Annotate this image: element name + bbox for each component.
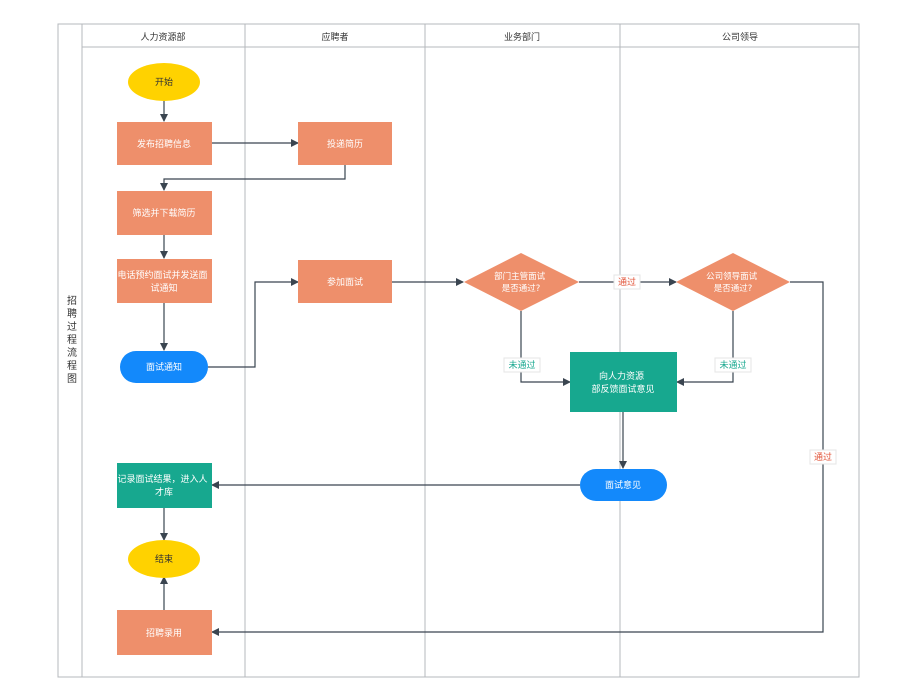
node-start: 开始 [128,63,200,101]
node-record-line2: 才库 [155,486,173,498]
node-attend-interview-label: 参加面试 [327,276,363,288]
node-interview-notice: 面试通知 [120,351,208,383]
node-hire: 招聘录用 [117,610,212,655]
node-dept-decision-line1: 部门主管面试 [494,271,546,282]
edge-label-pass-2: 通过 [809,449,837,465]
edge-label-fail-1: 未通过 [503,357,541,373]
node-phone-notify-line2: 试通知 [150,282,177,294]
node-leader-decision-line1: 公司领导面试 [706,271,758,282]
node-dept-decision-line2: 是否通过? [502,283,541,294]
node-attend-interview: 参加面试 [298,260,392,303]
edge-notice-attend [208,278,299,368]
node-feedback-line2: 部反馈面试意见 [591,383,654,395]
swimlane-frame [57,23,860,678]
node-feedback-line1: 向人力资源 [599,370,644,382]
node-screen-label: 筛选并下载简历 [132,207,195,219]
edge-leader-hire [211,281,824,636]
node-phone-notify-label: 电话预约面试并发送面 试通知 [118,269,211,294]
node-publish: 发布招聘信息 [117,122,212,165]
lane-header-leadership: 公司领导 [722,31,758,43]
node-submit-resume: 投递简历 [298,122,392,165]
edge-label-pass-2-text: 通过 [814,451,832,463]
node-phone-notify: 电话预约面试并发送面 试通知 [117,259,212,303]
node-dept-decision-label: 部门主管面试 是否通过? [494,271,548,294]
edge-label-fail-1-text: 未通过 [508,359,535,371]
edge-label-fail-2: 未通过 [714,357,752,373]
lane-header-business: 业务部门 [504,31,540,43]
node-publish-label: 发布招聘信息 [137,138,191,150]
edge-dept-feedback [520,311,571,386]
node-end-label: 结束 [155,553,173,565]
node-feedback-label: 向人力资源 部反馈面试意见 [591,370,654,395]
node-screen: 筛选并下载简历 [117,191,212,235]
node-leader-decision: 公司领导面试 是否通过? [676,253,790,311]
edge-label-fail-2-text: 未通过 [719,359,746,371]
node-interview-notice-label: 面试通知 [146,361,182,373]
node-hire-label: 招聘录用 [146,627,182,639]
node-submit-resume-label: 投递简历 [327,138,363,150]
node-opinion: 面试意见 [580,469,667,501]
node-dept-decision: 部门主管面试 是否通过? [464,253,579,311]
pool-title: 招聘过程流程图 [65,294,77,386]
edge-label-pass-1-text: 通过 [618,276,636,288]
node-record: 记录面试结果，进入人 才库 [117,463,212,508]
edge-leader-feedback [676,311,734,386]
node-end: 结束 [128,540,200,578]
edge-submit-screen [160,165,346,191]
node-leader-decision-line2: 是否通过? [714,283,753,294]
node-record-line1: 记录面试结果，进入人 [118,473,208,485]
node-start-label: 开始 [155,76,173,88]
node-leader-decision-label: 公司领导面试 是否通过? [706,271,760,294]
node-record-label: 记录面试结果，进入人 才库 [118,473,211,498]
node-feedback: 向人力资源 部反馈面试意见 [570,352,677,412]
edge-label-pass-1: 通过 [613,274,641,290]
node-opinion-label: 面试意见 [605,479,641,491]
lane-header-applicant: 应聘者 [321,31,348,43]
lane-header-hr: 人力资源部 [140,31,185,43]
node-phone-notify-line1: 电话预约面试并发送面 [118,269,208,281]
